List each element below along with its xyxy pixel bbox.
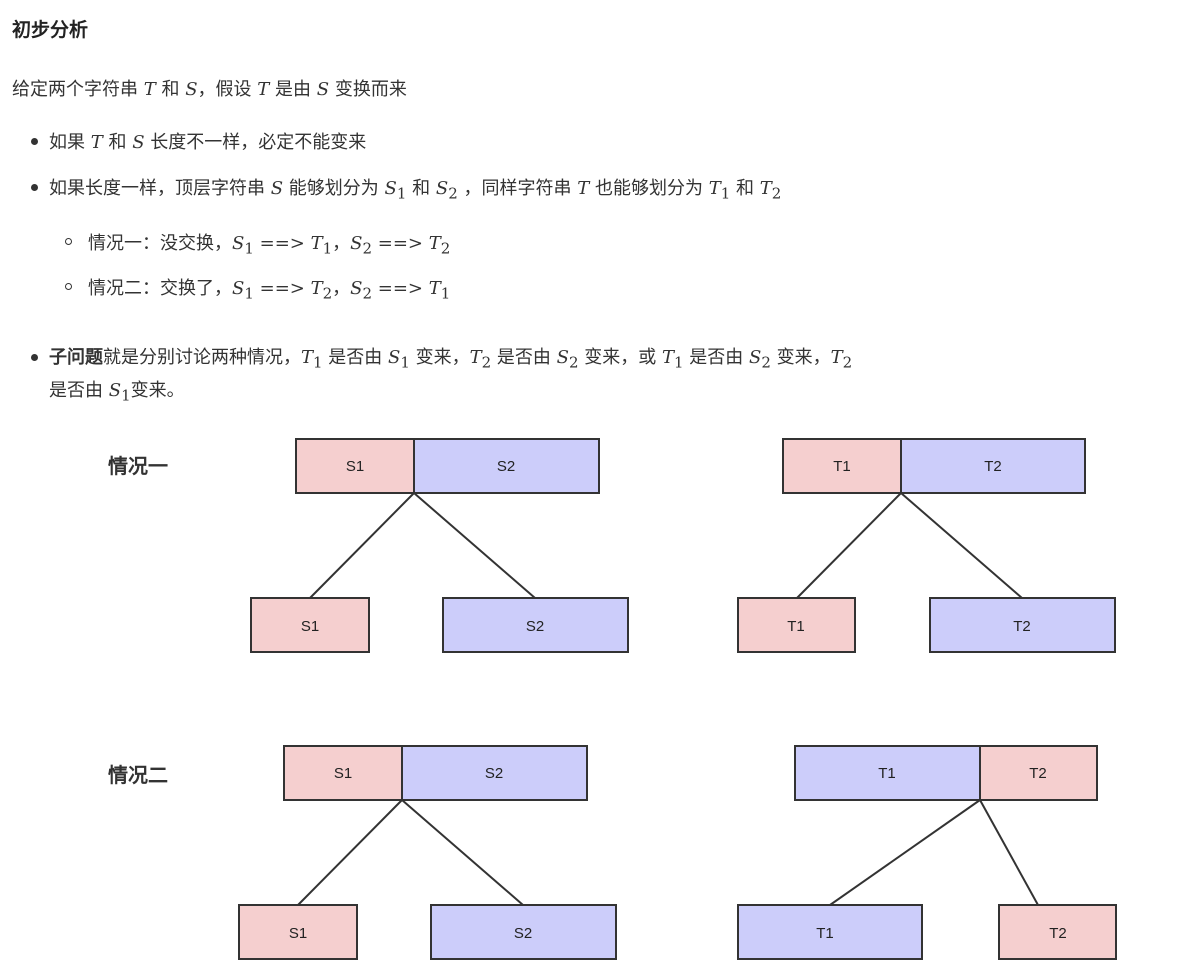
box-label: S1	[301, 618, 319, 635]
box-label: S2	[497, 458, 515, 475]
box-label: T2	[1049, 925, 1067, 942]
bullet-dot	[31, 138, 38, 145]
box-label: S2	[526, 618, 544, 635]
box-label: S2	[514, 925, 532, 942]
box-label: S2	[485, 765, 503, 782]
case-two-s-tree: S1 S2 S1 S2	[238, 745, 617, 960]
bullet-dot	[31, 184, 38, 191]
box-label: S1	[334, 765, 352, 782]
sub-bullet-circle	[65, 283, 72, 290]
sub-bullet-circle	[65, 238, 72, 245]
box-label: S1	[289, 925, 307, 942]
case-two-label: 情况二	[108, 763, 168, 787]
sub-item-case-one: 情况一：没交换，S1 ==> T1，S2 ==> T2	[88, 233, 451, 258]
box-label: T1	[816, 925, 834, 942]
list-item-split: 如果长度一样，顶层字符串 S 能够划分为 S1 和 S2 ，同样字符串 T 也能…	[49, 178, 782, 203]
box-label: T1	[878, 765, 896, 782]
list-item-subproblem-cont: 是否由 S1变来。	[49, 380, 185, 405]
box-label: T2	[1013, 618, 1031, 635]
box-label: T1	[833, 458, 851, 475]
list-item-subproblem: 子问题就是分别讨论两种情况，T1 是否由 S1 变来，T2 是否由 S2 变来，…	[49, 347, 853, 372]
intro-paragraph: 给定两个字符串 T 和 S，假设 T 是由 S 变换而来	[12, 79, 407, 100]
box-label: S1	[346, 458, 364, 475]
box-label: T2	[1029, 765, 1047, 782]
box-label: T2	[984, 458, 1002, 475]
sub-item-case-two: 情况二：交换了，S1 ==> T2，S2 ==> T1	[88, 278, 451, 303]
box-label: T1	[787, 618, 805, 635]
case-one-t-tree: T1 T2 T1 T2	[737, 438, 1116, 653]
case-two-t-tree: T1 T2 T1 T2	[737, 745, 1117, 960]
case-one-label: 情况一	[108, 454, 168, 478]
bullet-dot	[31, 354, 38, 361]
section-heading: 初步分析	[12, 19, 89, 41]
case-one-s-tree: S1 S2 S1 S2	[250, 438, 629, 653]
list-item-length-check: 如果 T 和 S 长度不一样，必定不能变来	[49, 132, 367, 153]
